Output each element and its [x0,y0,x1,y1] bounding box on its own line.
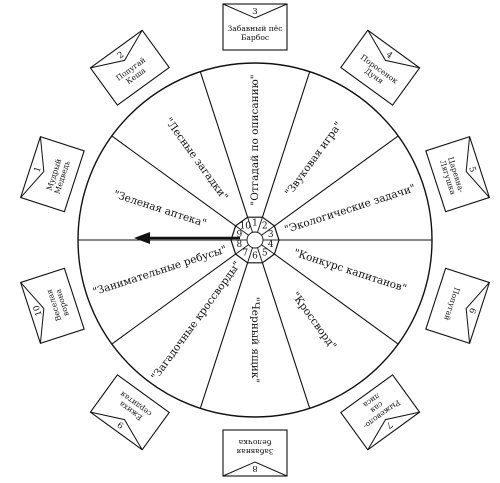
envelope-number: 3 [252,7,257,17]
sector-divider [199,71,249,218]
hub-divider [247,247,253,263]
envelope-caption-line: Барбос [241,33,269,42]
envelope-number: 7 [384,419,394,430]
envelope-body [340,374,421,451]
hub-divider [235,244,249,255]
sector-divider [274,135,399,227]
hub-center-circle [246,231,264,249]
envelope-body [425,267,491,345]
envelope-number: 2 [116,50,126,61]
envelope-flap [20,136,45,198]
envelope-flap [367,30,420,69]
hub-divider [261,244,275,255]
hub-number: 10 [240,222,252,232]
hub-number: 2 [262,222,268,232]
sector-label: "Отгадай по описанию" [249,74,261,205]
sector-label: "Экологические задачи" [283,182,417,236]
hub-divider [257,217,263,233]
envelope-body [222,3,288,51]
sector-label: "Конкурс капитанов" [292,247,408,295]
envelope-caption-line: Забавный пёс [227,24,282,33]
hub-number: 6 [252,252,258,262]
sector-divider [199,262,249,409]
hub-divider [247,217,253,233]
envelope-flap [20,282,45,344]
envelope-body [425,135,491,213]
envelope-flap [465,282,490,344]
sector-label: "Занимательные ребусы" [92,244,229,299]
envelope-body [222,429,288,477]
hub-number: 5 [262,248,268,258]
sector-divider [274,253,399,345]
hub-divider [257,247,263,263]
sector-label: "Лесные загадки" [162,115,230,202]
envelope-number: 8 [252,463,257,473]
wheel-spokes [78,71,432,409]
envelope-body [19,135,85,213]
envelope-number: 4 [384,50,394,61]
envelope-flap [222,3,288,19]
hub-dividers [231,217,279,263]
sector-divider [261,71,311,218]
envelope-body [89,374,170,451]
sector-label: "Кроссворд" [289,290,339,352]
envelope-flap [222,461,288,477]
sector-divider [261,262,311,409]
hub-divider [235,225,249,236]
envelope-body [19,267,85,345]
envelope-flap [367,411,420,450]
hub-number: 7 [242,248,248,258]
hub-number: 4 [268,240,274,250]
hub-number: 3 [268,230,274,240]
sector-label: "Звуковая игра" [283,120,345,199]
envelope-body [89,29,170,106]
envelope-number: 5 [466,165,477,173]
envelope-number: 1 [33,165,44,173]
envelope-body [340,29,421,106]
sector-label: "Черный ящик" [249,297,261,383]
hub-number: 1 [252,219,258,229]
envelope-flap [90,411,143,450]
envelope-number: 10 [32,304,45,317]
envelope-caption-line: Забавная [236,447,273,456]
hub-number: 8 [236,240,242,250]
envelope-number: 9 [116,419,126,430]
envelope-flap [465,136,490,198]
envelope-flap [90,30,143,69]
sector-divider [111,253,236,345]
hub-number: 9 [236,230,242,240]
arrow-pointer [134,232,240,244]
arrow-head [134,232,150,244]
sector-divider [111,135,236,227]
hub-divider [261,225,275,236]
envelope-caption-line: белочка [238,438,271,447]
envelope-number: 6 [466,306,477,314]
